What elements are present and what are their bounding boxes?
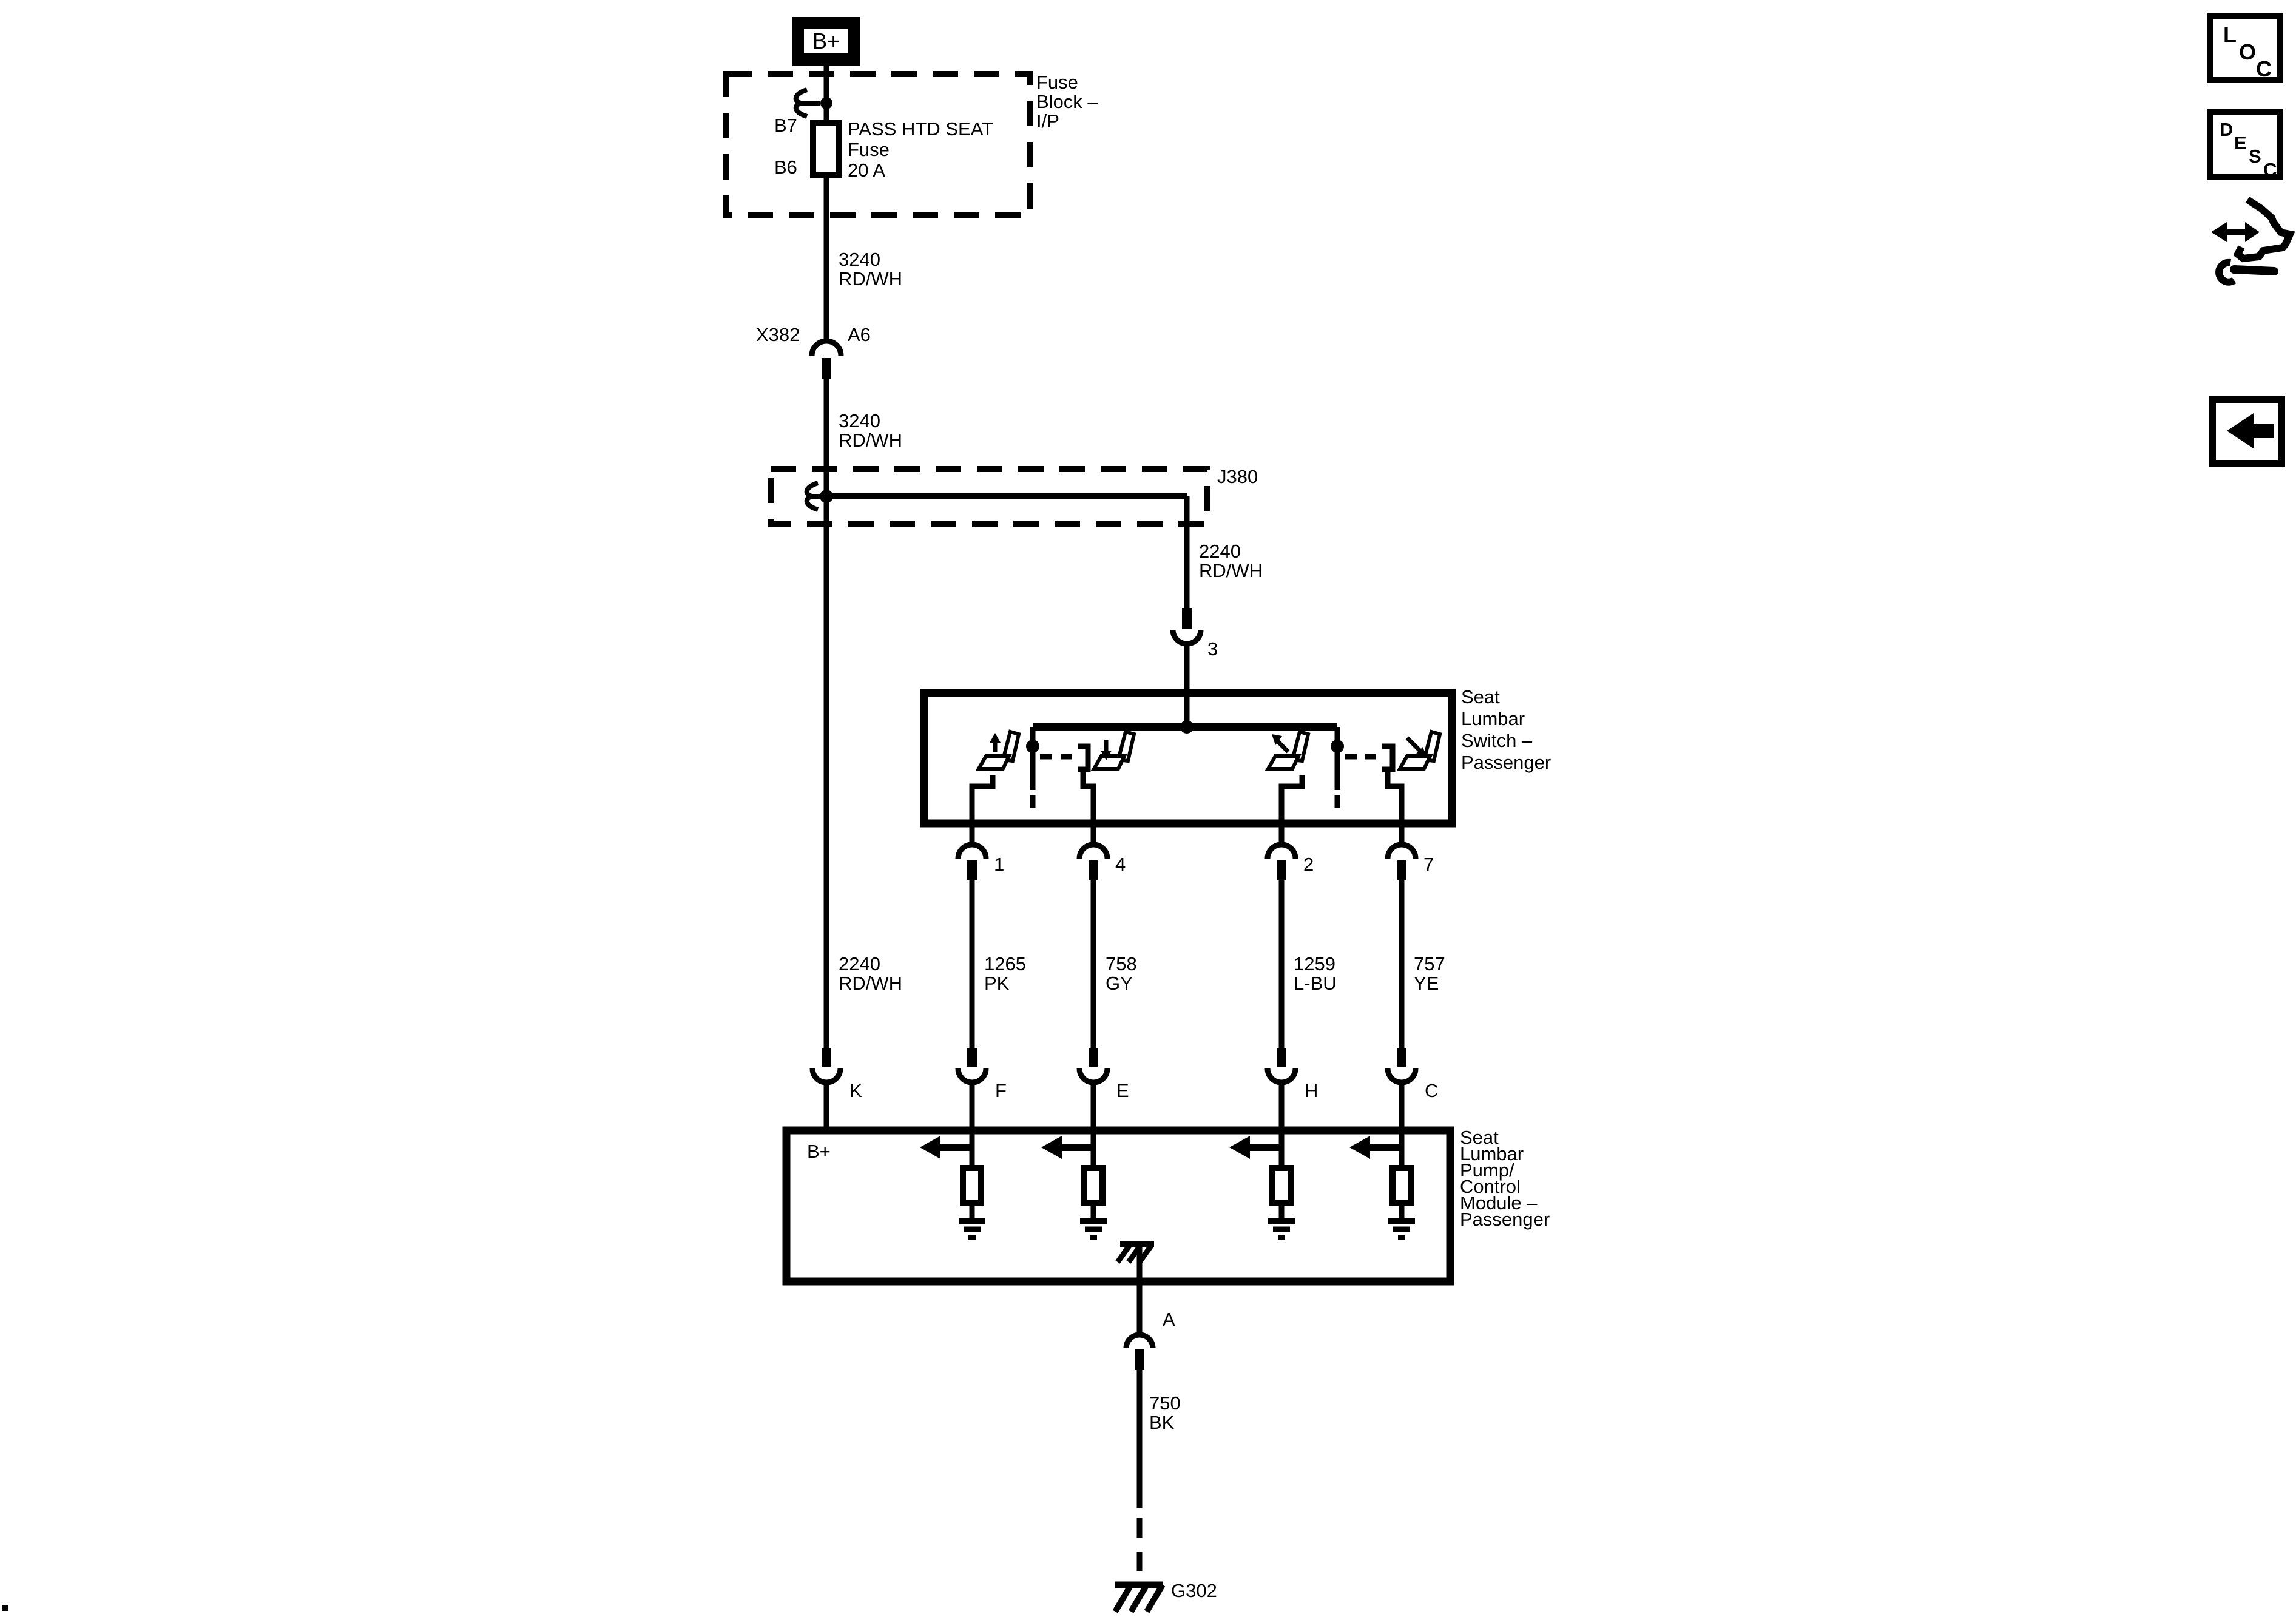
- battery-terminal-label: B+: [804, 29, 848, 53]
- seat-down-icon: [1090, 729, 1136, 771]
- module-chassis-ground-symbol: [1115, 1241, 1154, 1281]
- switch-internal-circuit: [969, 720, 1405, 823]
- switch-pin7-label: 7: [1423, 854, 1434, 875]
- seat-recline-back-icon: [1264, 729, 1311, 771]
- switch-pin4-label: 4: [1115, 854, 1126, 875]
- seat-recline-forward-icon: [1396, 729, 1442, 771]
- seat-up-icon: [975, 729, 1021, 771]
- switch-pin2-label: 2: [1303, 854, 1314, 875]
- fuse-block-outline: [723, 71, 1033, 218]
- connector-x382-label: X382: [756, 324, 800, 345]
- fuse-block-terminal-b7-symbol: [793, 87, 832, 119]
- module-input-connectors: [809, 1048, 1419, 1130]
- module-pinH-label: H: [1305, 1080, 1319, 1101]
- wire-label-2240: 2240 RD/WH: [839, 953, 903, 994]
- switch-output-connectors: [955, 823, 1419, 1048]
- ground-g302-symbol: [1112, 1581, 1166, 1613]
- repair-info-button[interactable]: [2206, 195, 2296, 286]
- desc-button[interactable]: D E S C: [2207, 109, 2283, 180]
- switch-pin1-label: 1: [994, 854, 1005, 875]
- cavity-a6-label: A6: [848, 324, 871, 345]
- wire-label-758: 758 GY: [1106, 953, 1137, 994]
- battery-terminal: B+: [792, 17, 860, 66]
- splice-j380-outline: [768, 466, 1210, 527]
- module-pinF-label: F: [995, 1080, 1007, 1101]
- wire-label-2240-switch-feed: 2240 RD/WH: [1199, 541, 1263, 581]
- wire-label-1265: 1265 PK: [984, 953, 1026, 994]
- module-pinA-label: A: [1163, 1309, 1175, 1330]
- module-pinC-label: C: [1425, 1080, 1439, 1101]
- splice-j380-symbol: [804, 481, 1190, 608]
- artifact-dot: [2, 1605, 8, 1611]
- lumbar-pump-module-outline: [782, 1126, 1454, 1286]
- wire-label-3240-lower: 3240 RD/WH: [839, 410, 903, 451]
- wire-label-757: 757 YE: [1414, 953, 1445, 994]
- wire-label-1259: 1259 L-BU: [1294, 953, 1337, 994]
- splice-j380-label: J380: [1217, 466, 1258, 487]
- switch-pin3-connector-symbol: [1170, 608, 1204, 727]
- ground-wire: [1123, 1281, 1156, 1579]
- fuse-terminal-b6-label: B6: [774, 157, 797, 178]
- fuse-symbol: [810, 120, 842, 178]
- wire-label-750: 750 BK: [1149, 1393, 1181, 1433]
- module-pinE-label: E: [1116, 1080, 1129, 1101]
- back-button[interactable]: [2209, 396, 2285, 467]
- seat-lumbar-switch-outline: [920, 689, 1456, 828]
- module-pinK-label: K: [849, 1080, 862, 1101]
- repair-wrench-icon: [2211, 196, 2295, 286]
- module-internal-loads: [920, 1130, 1415, 1281]
- inline-connector-x382-symbol: [809, 338, 844, 379]
- back-arrow-icon: [2227, 413, 2274, 448]
- fuse-terminal-b7-label: B7: [774, 115, 797, 136]
- wire-label-3240-upper: 3240 RD/WH: [839, 249, 903, 289]
- module-bplus-label: B+: [807, 1141, 831, 1162]
- switch-pin3-label: 3: [1207, 638, 1218, 660]
- loc-button[interactable]: L O C: [2207, 13, 2283, 83]
- ground-g302-label: G302: [1171, 1580, 1217, 1601]
